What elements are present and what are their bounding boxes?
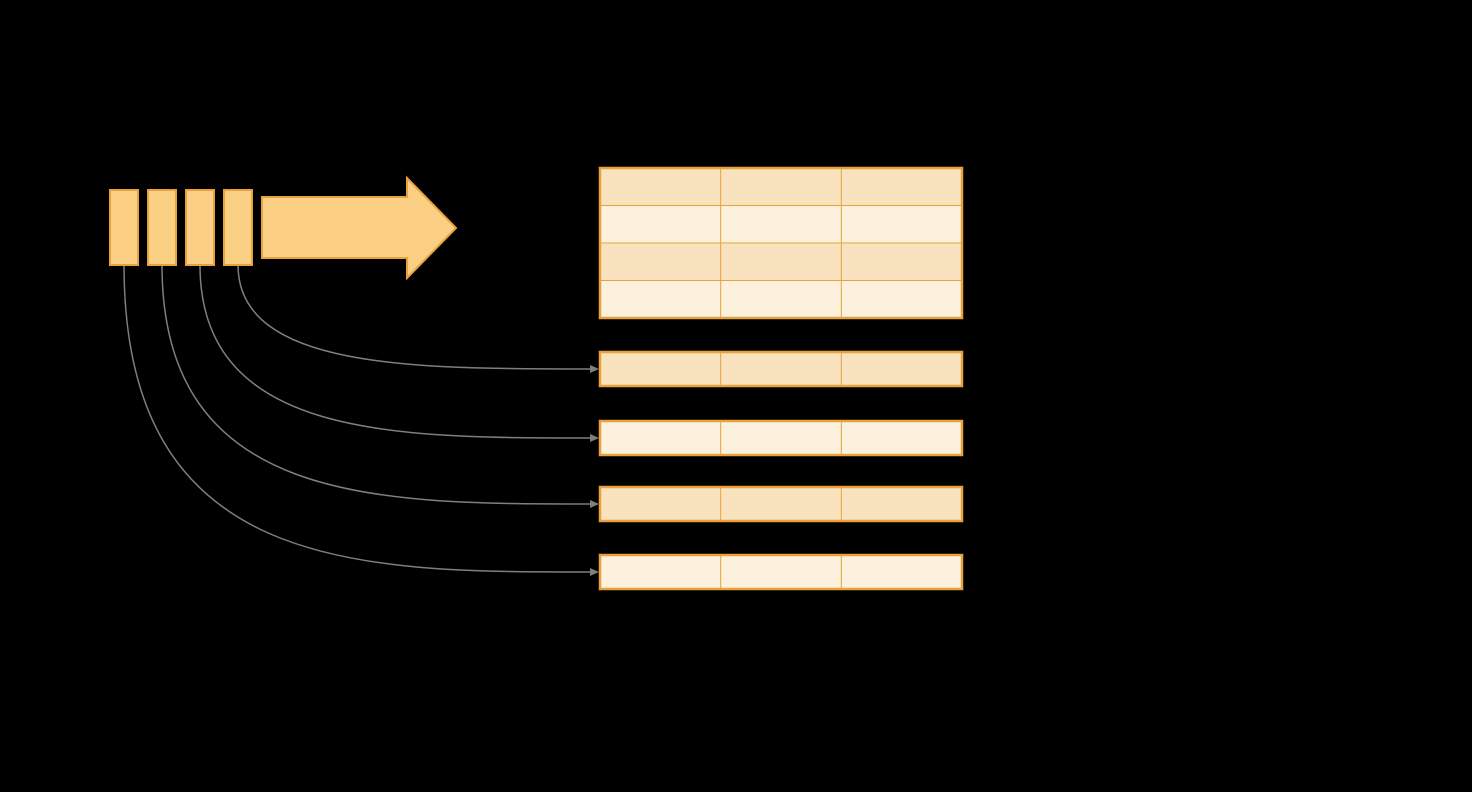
main-table-row xyxy=(599,242,963,281)
connector-arrow xyxy=(123,264,599,576)
row-table-1-row xyxy=(599,351,963,387)
row-table-3 xyxy=(598,485,964,523)
connector-arrow xyxy=(237,264,599,373)
main-table-row xyxy=(599,205,963,244)
batch-bar xyxy=(185,189,215,266)
row-table-3-border xyxy=(598,485,964,523)
batch-bar xyxy=(147,189,177,266)
main-table-border xyxy=(598,166,964,320)
row-table-1-border xyxy=(598,350,964,388)
main-table xyxy=(598,166,964,320)
row-table-1 xyxy=(598,350,964,388)
row-table-4-row xyxy=(599,554,963,590)
row-table-2-row xyxy=(599,420,963,456)
main-table-row xyxy=(599,167,963,206)
connector-arrow xyxy=(199,264,599,442)
flow-right-arrow-icon xyxy=(261,175,458,281)
row-table-2 xyxy=(598,419,964,457)
row-table-4 xyxy=(598,553,964,591)
main-table-row xyxy=(599,280,963,319)
row-table-4-border xyxy=(598,553,964,591)
row-table-3-row xyxy=(599,486,963,522)
connector-arrow xyxy=(161,264,599,508)
batch-bar xyxy=(223,189,253,266)
row-table-2-border xyxy=(598,419,964,457)
batch-bar xyxy=(109,189,139,266)
